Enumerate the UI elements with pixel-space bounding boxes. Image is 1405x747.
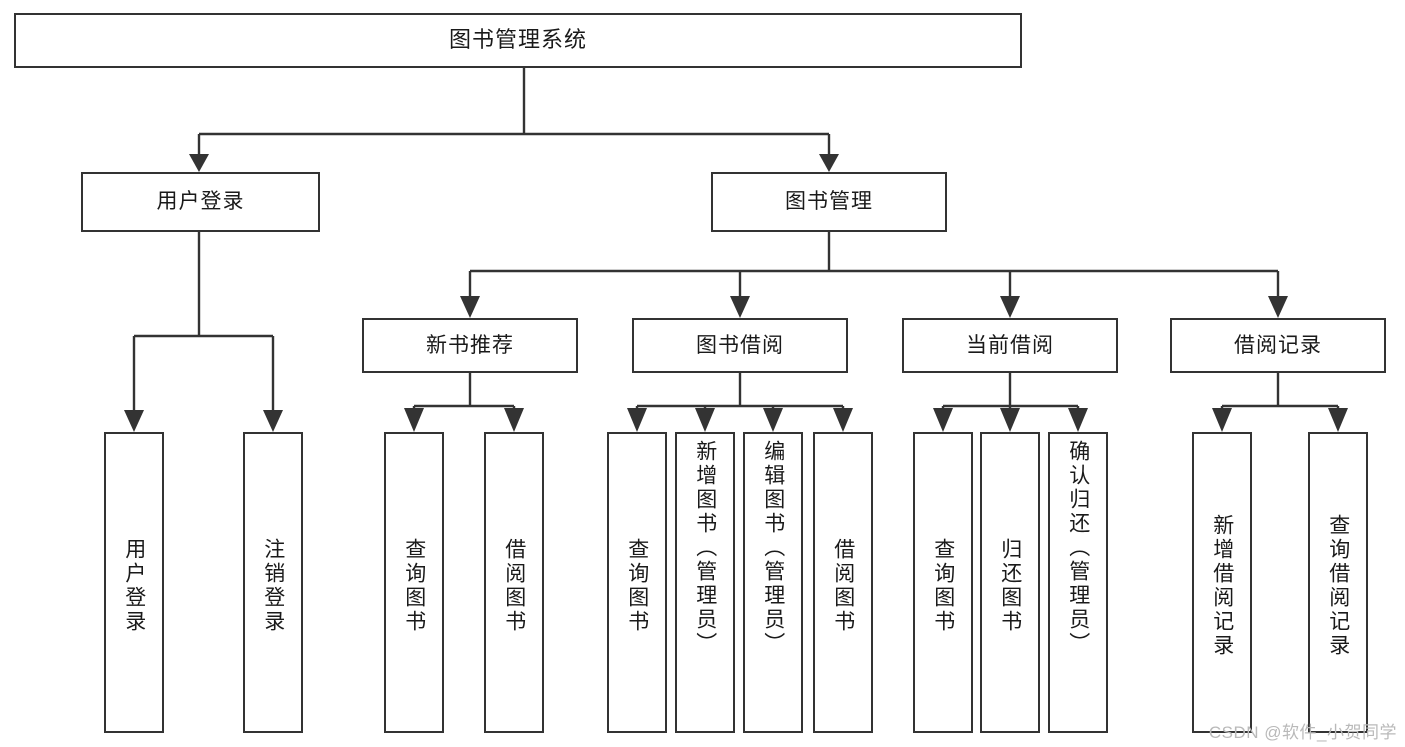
leaf-recommend-query-book[interactable]: 查询图书 [384, 432, 444, 733]
leaf-borrow-edit-book-admin[interactable]: 编辑图书（管理员） [743, 432, 803, 733]
csdn-watermark: CSDN @软件_小贺同学 [1208, 723, 1397, 742]
leaf-current-return-book[interactable]: 归还图书 [980, 432, 1040, 733]
node-book-borrow[interactable]: 图书借阅 [632, 318, 848, 373]
node-root-system[interactable]: 图书管理系统 [14, 13, 1022, 68]
node-borrow-records[interactable]: 借阅记录 [1170, 318, 1386, 373]
leaf-records-add-record[interactable]: 新增借阅记录 [1192, 432, 1252, 733]
leaf-borrow-add-book-admin[interactable]: 新增图书（管理员） [675, 432, 735, 733]
node-user-login[interactable]: 用户登录 [81, 172, 320, 232]
node-new-book-recommend[interactable]: 新书推荐 [362, 318, 578, 373]
leaf-borrow-borrow-book[interactable]: 借阅图书 [813, 432, 873, 733]
node-book-management[interactable]: 图书管理 [711, 172, 947, 232]
leaf-current-query-book[interactable]: 查询图书 [913, 432, 973, 733]
leaf-recommend-borrow-book[interactable]: 借阅图书 [484, 432, 544, 733]
leaf-user-login-signout[interactable]: 注销登录 [243, 432, 303, 733]
leaf-current-confirm-return-admin[interactable]: 确认归还（管理员） [1048, 432, 1108, 733]
leaf-records-query-record[interactable]: 查询借阅记录 [1308, 432, 1368, 733]
node-current-borrow[interactable]: 当前借阅 [902, 318, 1118, 373]
leaf-borrow-query-book[interactable]: 查询图书 [607, 432, 667, 733]
leaf-user-login-signin[interactable]: 用户登录 [104, 432, 164, 733]
